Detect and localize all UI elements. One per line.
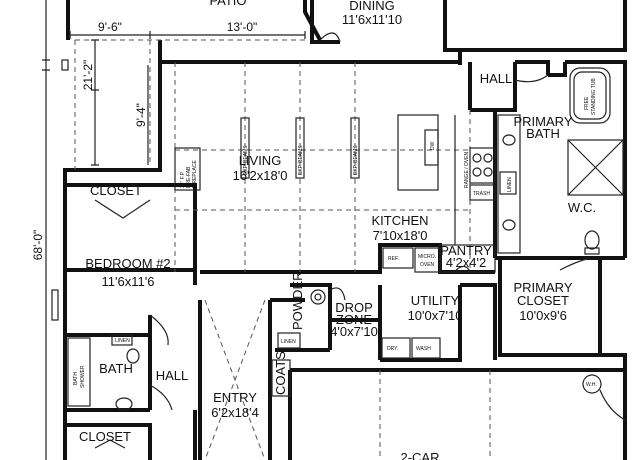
room-garage-label: 2-CAR — [400, 450, 439, 460]
room-patio-label: PATIO — [209, 0, 246, 8]
bath-tub-label-2: SHOWER — [80, 365, 86, 388]
fireplace-label-1: 36" F.P. — [180, 171, 186, 188]
dw-label: DW — [430, 141, 436, 150]
room-dining-label: DINING — [349, 0, 395, 13]
washer-label: WASH — [416, 346, 431, 352]
room-bedroom2-size: 11'6x11'6 — [102, 274, 155, 289]
room-drop-zone-size: 4'0x7'10 — [330, 324, 378, 339]
details — [42, 0, 626, 460]
room-kitchen-label: KITCHEN — [371, 213, 428, 228]
dim-label-5: 68'-0" — [31, 230, 45, 261]
fireplace-label-3: FIREPLACE — [192, 160, 198, 188]
ref-label: REF. — [388, 256, 399, 262]
room-drop-zone-label-2: ZONE — [336, 312, 372, 327]
linen-hall-label: LINEN — [115, 338, 130, 344]
dryer-label: DRY. — [387, 346, 398, 352]
room-dining-size: 11'6x11'10 — [342, 12, 402, 27]
room-utility-label: UTILITY — [411, 293, 460, 308]
room-powder-label: POWDER — [290, 272, 305, 331]
trash-label: TRASH — [473, 191, 490, 197]
room-utility-size: 10'0x7'10 — [408, 308, 463, 323]
linen-bath-label: LINEN — [507, 177, 513, 192]
room-living-label: LIVING — [239, 153, 282, 168]
fireplace-label-2: PRE-FAB — [186, 166, 192, 188]
range-label: RANGE / OVEN — [464, 151, 470, 188]
beam-label-1: EXP. BEAMS — [243, 145, 249, 175]
room-primary-closet-label-2: CLOSET — [517, 293, 569, 308]
fixture-labels: 36" F.P. PRE-FAB FIREPLACE EXP. BEAMS EX… — [73, 78, 597, 388]
room-primary-closet-size: 10'0x9'6 — [519, 308, 567, 323]
room-coats-label: COATS — [273, 351, 288, 395]
tub-label-1: FREE — [584, 96, 590, 110]
room-closet-left-label: CLOSET — [90, 183, 142, 198]
walls — [63, 0, 627, 460]
room-bedroom2-label: BEDROOM #2 — [85, 256, 170, 271]
room-pantry-size: 4'2x4'2 — [446, 255, 486, 270]
room-bath-label: BATH — [99, 361, 133, 376]
room-primary-bath-label-2: BATH — [526, 126, 560, 141]
room-labels: PATIO DINING 11'6x11'10 HALL PRIMARY BAT… — [79, 0, 596, 460]
tub-label-2: STANDING TUB — [591, 78, 597, 115]
room-drop-zone-label-1: DROP — [335, 300, 373, 315]
bath-tub-label-1: BATH — [73, 372, 79, 385]
room-entry-size: 6'2x18'4 — [211, 405, 259, 420]
dimension-labels: 9'-6" 13'-0" 21'-2" 9'-4" 68'-0" — [31, 20, 257, 260]
beam-label-2: EXP. BEAMS — [298, 145, 304, 175]
room-pantry-label: PANTRY — [440, 243, 492, 258]
room-wc-label: W.C. — [568, 200, 596, 215]
dim-label-4: 9'-4" — [134, 103, 148, 127]
dim-label-1: 9'-6" — [98, 20, 122, 34]
room-closet-bottom-label: CLOSET — [79, 429, 131, 444]
room-hall-top-label: HALL — [480, 71, 513, 86]
room-hall-left-label: HALL — [156, 368, 189, 383]
room-kitchen-size: 7'10x18'0 — [373, 228, 428, 243]
room-primary-closet-label-1: PRIMARY — [514, 280, 573, 295]
room-primary-bath-label-1: PRIMARY — [514, 114, 573, 129]
micro-label-2: OVEN — [420, 262, 435, 268]
linen-powder-label: LINEN — [281, 339, 296, 345]
room-living-size: 16'2x18'0 — [233, 168, 288, 183]
water-heater-label: W.H. — [586, 382, 597, 388]
room-entry-label: ENTRY — [213, 390, 257, 405]
beam-label-3: EXP. BEAMS — [353, 145, 359, 175]
dim-label-2: 13'-0" — [227, 20, 258, 34]
dim-label-3: 21'-2" — [81, 60, 95, 91]
micro-label-1: MICRO. — [418, 254, 436, 260]
